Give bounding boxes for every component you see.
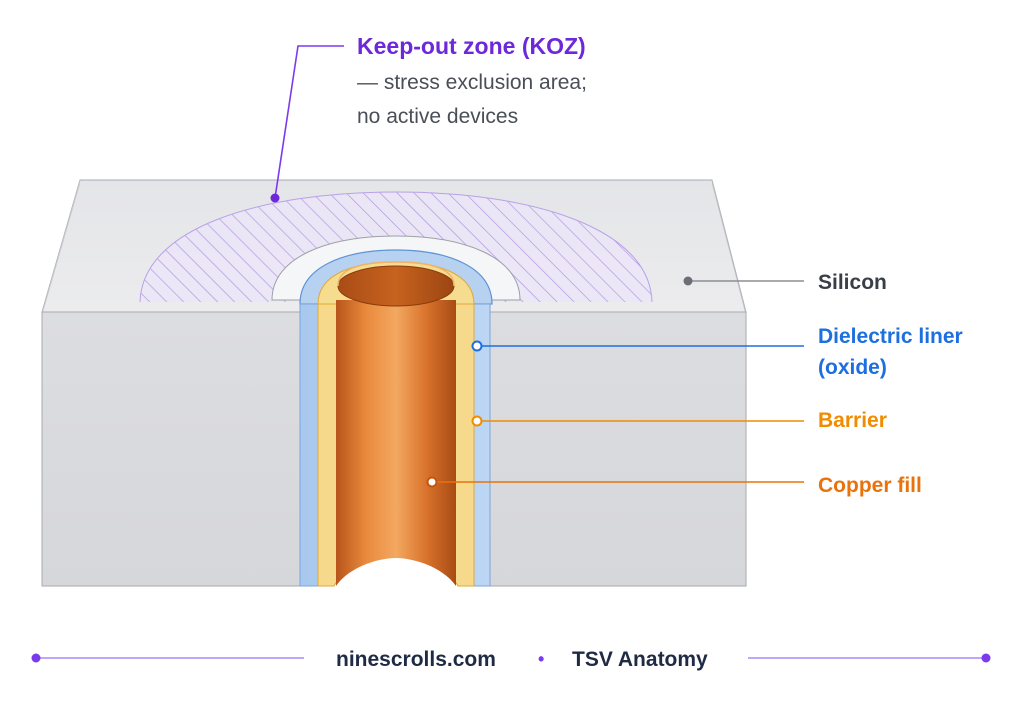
footer-rule-left-dot [32, 654, 41, 663]
copper-fill-section [336, 300, 456, 586]
footer-rule-right-dot [982, 654, 991, 663]
footer-title: TSV Anatomy [572, 648, 708, 671]
footer-site: ninescrolls.com [336, 648, 496, 671]
koz-leader-line [275, 46, 344, 198]
dielectric-label-line2: (oxide) [818, 356, 887, 379]
dielectric-leader-dot [473, 342, 482, 351]
barrier-label: Barrier [818, 409, 887, 432]
dielectric-label-line1: Dielectric liner [818, 325, 963, 348]
koz-description-line1: — stress exclusion area; [357, 71, 587, 94]
silicon-front-left [42, 312, 300, 586]
silicon-leader-dot [684, 277, 693, 286]
silicon-front-right [490, 312, 746, 586]
footer-separator: • [538, 649, 544, 669]
copper-top-ellipse [338, 266, 454, 306]
copper-label: Copper fill [818, 474, 922, 497]
koz-description-line2: no active devices [357, 105, 518, 128]
koz-leader-dot [271, 194, 280, 203]
koz-title: Keep-out zone (KOZ) [357, 33, 586, 59]
copper-leader-dot [428, 478, 437, 487]
barrier-leader-dot [473, 417, 482, 426]
silicon-label: Silicon [818, 271, 887, 294]
